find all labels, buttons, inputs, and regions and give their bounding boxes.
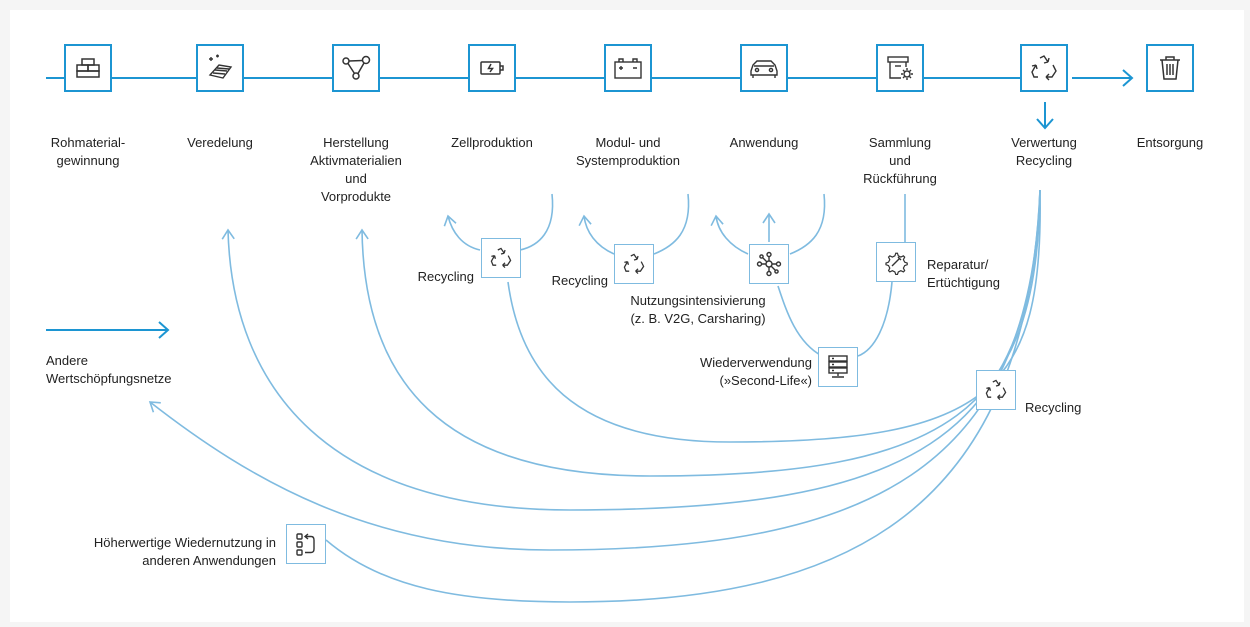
stage-box-veredelung [196,44,244,92]
battery-cell-icon [480,61,504,75]
label-recycling-main: Recycling [1025,400,1082,415]
stage-box-modulproduktion [604,44,652,92]
battery-module-icon [614,58,642,79]
label-nutzung: Nutzungsintensivierung(z. B. V2G, Carsha… [630,293,766,326]
recycle-icon [623,253,645,275]
loop-box-recycling-module [614,244,654,284]
loop-app-up-left [710,214,749,255]
gold-bars-icon [76,58,100,78]
label-recycling-cell: Recycling [417,269,474,284]
refined-gold-icon [208,54,233,79]
recycle-icon [490,247,512,269]
stage-box-entsorgung [1146,44,1194,92]
return-to-aktiv [355,189,1041,477]
repair-to-reuse [857,281,893,357]
reuse-to-app [777,285,823,357]
loop-box-hoeherwertig [286,524,326,564]
return-higher-value [325,189,1041,603]
repair-gear-icon [885,252,908,275]
recycle-icon [1031,55,1057,81]
molecule-icon [342,55,371,80]
car-icon [750,60,778,78]
loop-cell-down [519,193,554,251]
label-recycling-module: Recycling [551,273,608,288]
stage-box-anwendung [740,44,788,92]
return-to-veredelung [221,189,1041,511]
trash-icon [1160,56,1180,80]
loop-box-recycling-main [976,370,1016,410]
stage-box-aktivmaterialien [332,44,380,92]
diagram-canvas: Rohmaterial-gewinnung Veredelung Herstel… [10,10,1244,622]
stage-box-sammlung [876,44,924,92]
recycle-icon [985,379,1007,401]
loop-box-nutzung [749,244,789,284]
stage-label-veredelung: Veredelung [187,135,253,150]
loop-app-down [789,193,826,255]
loop-module-up [578,214,615,255]
network-icon [756,251,782,277]
stage-label-rohmaterial: Rohmaterial-gewinnung [50,135,126,168]
return-to-cell [507,189,1041,443]
loop-box-wiederverwendung [818,347,858,387]
loop-cell-up [443,214,481,251]
stage-label-anwendung: Anwendung [729,135,799,150]
collection-box-icon [887,56,913,80]
stage-box-zellproduktion [468,44,516,92]
loop-box-reparatur [876,242,916,282]
process-flow-icon [296,533,315,556]
loop-module-down [653,193,690,255]
label-wiederverwendung: Wiederverwendung(»Second-Life«) [699,355,812,388]
stage-box-rohmaterial [64,44,112,92]
stage-label-entsorgung: Entsorgung [1136,135,1204,150]
stage-box-verwertung [1020,44,1068,92]
stage-label-zellproduktion: Zellproduktion [451,135,533,150]
label-reparatur: Reparatur/Ertüchtigung [927,257,1000,290]
loop-box-recycling-cell [481,238,521,278]
server-icon [828,355,848,378]
